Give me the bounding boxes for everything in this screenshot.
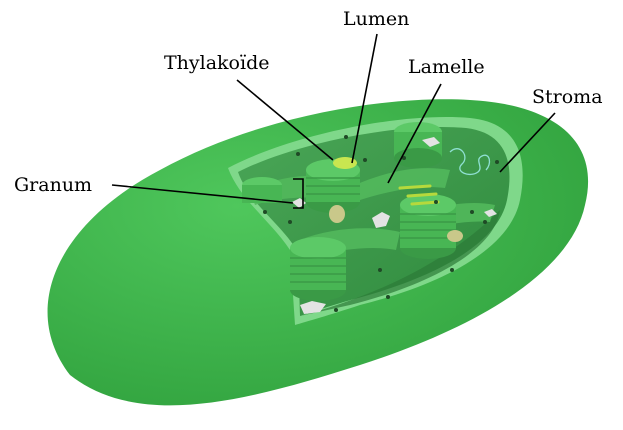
granum-stack-4 (290, 237, 346, 301)
label-stroma: Stroma (532, 88, 603, 107)
label-thylakoide: Thylakoïde (164, 54, 269, 73)
label-granum: Granum (14, 176, 92, 195)
label-lumen: Lumen (343, 10, 409, 29)
label-lamelle: Lamelle (408, 58, 485, 77)
